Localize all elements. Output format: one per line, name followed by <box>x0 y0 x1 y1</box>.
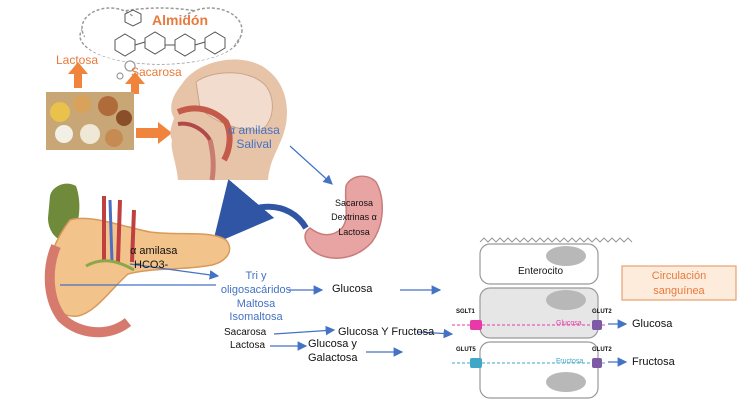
arrow-amilasa-to-oligos <box>129 263 220 280</box>
head-illustration <box>170 59 287 181</box>
label-glucosa-galactosa: Glucosa y Galactosa <box>308 337 358 366</box>
label-sglt1: SGLT1 <box>456 309 475 315</box>
sglt1-transporter <box>470 320 482 330</box>
label-glucosa-y-fructosa: Glucosa Y Fructosa <box>338 326 435 338</box>
label-almidon: Almidón <box>152 12 208 28</box>
label-fructosa-out: Fructosa <box>632 356 675 368</box>
pancreas-illustration <box>44 183 231 338</box>
label-glut5: GLUT5 <box>456 347 476 353</box>
up-arrow-lactosa <box>68 62 88 88</box>
label-lactosa-top: Lactosa <box>56 53 99 67</box>
thought-cloud <box>79 7 243 80</box>
label-glucosa-mid: Glucosa <box>332 283 373 295</box>
enterocyte-cells <box>479 237 633 399</box>
label-sacarosa-top: Sacarosa <box>131 65 182 79</box>
stomach-illustration <box>304 175 383 259</box>
starch-molecule-icon <box>114 9 226 57</box>
label-hco3: HCO3- <box>134 259 169 271</box>
arrow-glufru-to-cell <box>417 328 454 339</box>
oligosaccharides-labels: Tri y oligosacáridos Maltosa Isomaltosa <box>206 270 306 325</box>
return-curve-arrow <box>212 179 309 245</box>
glut2-transporter-top <box>592 320 602 330</box>
label-lactosa-low: Lactosa <box>230 340 266 351</box>
label-glucosa-in-cell: Glucosa <box>556 320 582 327</box>
arrow-sacarosa-to-glufru <box>273 325 336 336</box>
label-circulacion-line2: sanguínea <box>653 284 705 297</box>
label-circulacion: Circulación sanguínea <box>622 269 736 299</box>
glut5-transporter <box>470 358 482 368</box>
label-stomach-lactosa: Lactosa <box>338 226 370 237</box>
label-glucosa-out: Glucosa <box>632 318 673 330</box>
label-amilasa-pancreatica: α amilasa <box>130 245 178 257</box>
label-isomaltosa: Isomaltosa <box>229 311 283 324</box>
label-tri: Tri y <box>245 270 267 282</box>
label-glut2-bottom: GLUT2 <box>592 347 612 353</box>
label-maltosa: Maltosa <box>236 297 276 310</box>
label-glucosa-y: Glucosa y <box>308 338 357 350</box>
glut2-transporter-bottom <box>592 358 602 368</box>
arrow-salival-to-stomach <box>289 145 333 185</box>
arrow-to-mouth <box>136 122 172 144</box>
label-enterocito: Enterocito <box>518 266 564 277</box>
label-stomach-sacarosa: Sacarosa <box>334 198 374 208</box>
label-sacarosa-low: Sacarosa <box>224 327 267 338</box>
stomach-labels: Sacarosa Dextrinas α Lactosa <box>322 196 386 239</box>
label-amilasa-salival: α amilasa Salival <box>226 123 282 152</box>
label-oligosacaridos: oligosacáridos <box>220 283 292 296</box>
food-photo <box>46 92 134 150</box>
circulation-box <box>621 265 737 301</box>
label-stomach-dextrinas: Dextrinas α <box>331 212 377 223</box>
label-circulacion-line1: Circulación <box>651 270 707 282</box>
label-fructosa-in-cell: Fructosa <box>556 358 584 365</box>
label-amilasa-salival-line1: α amilasa <box>228 123 280 137</box>
label-glut2-top: GLUT2 <box>592 309 612 315</box>
up-arrow-sacarosa <box>125 72 145 94</box>
label-amilasa-salival-line2: Salival <box>236 136 272 151</box>
label-galactosa: Galactosa <box>308 352 358 365</box>
